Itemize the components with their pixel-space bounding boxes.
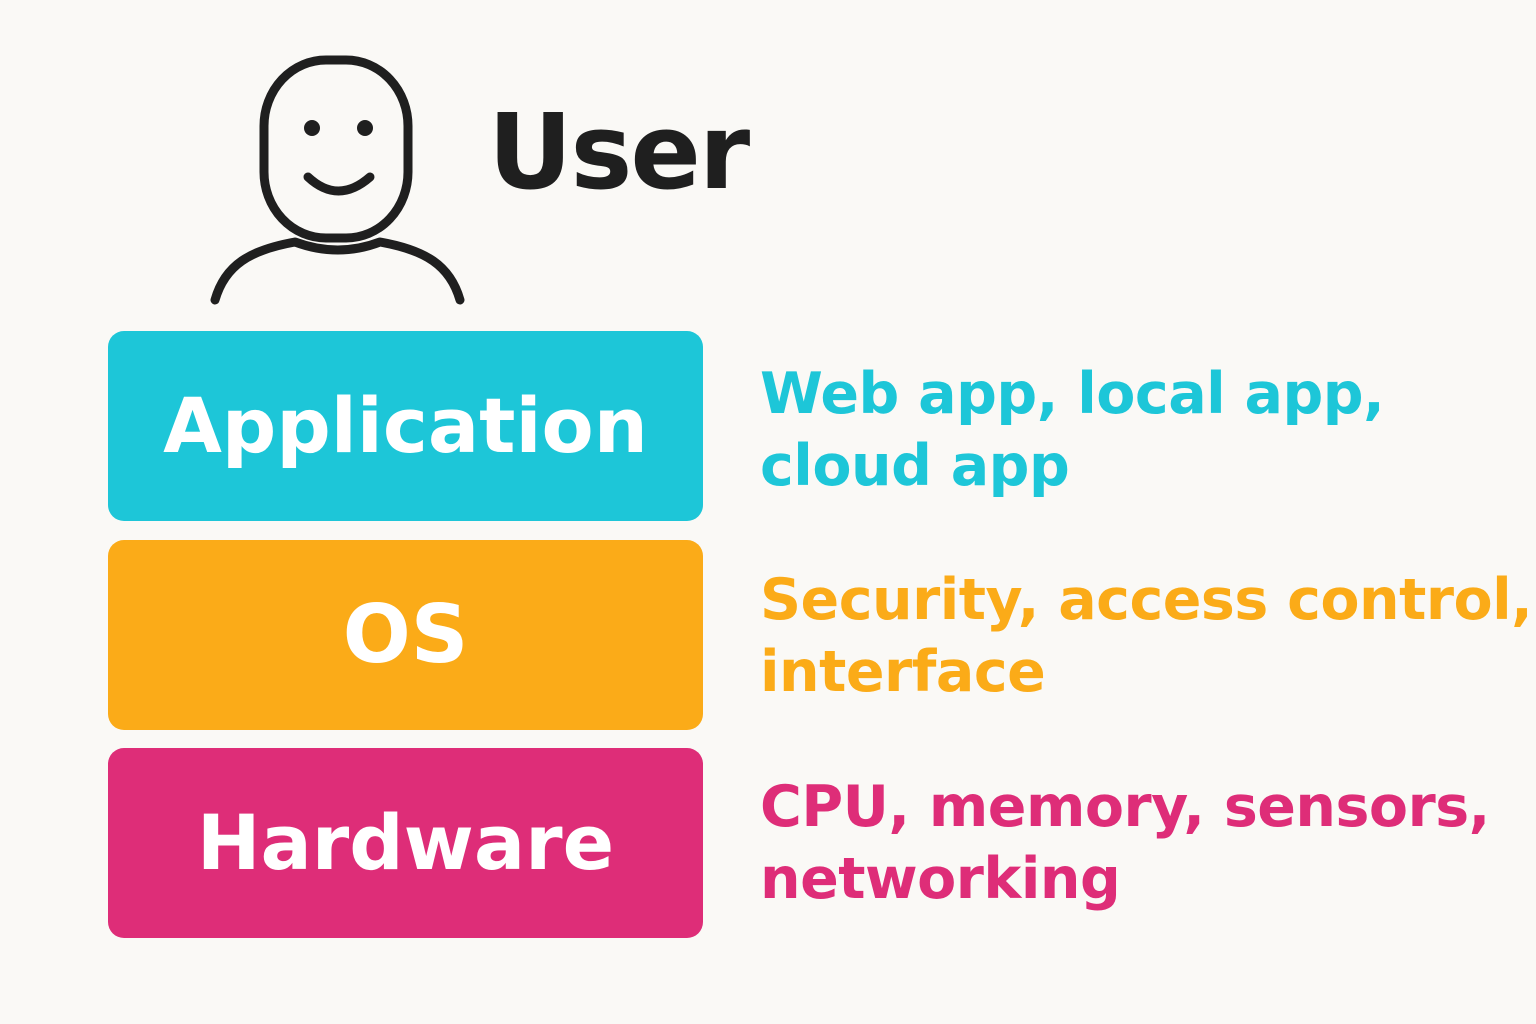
os-layer-label: OS: [342, 588, 469, 681]
smile: [303, 172, 375, 196]
application-description-line: cloud app: [760, 433, 1070, 499]
hardware-description-line: CPU, memory, sensors,: [760, 774, 1490, 840]
shoulders: [210, 237, 465, 305]
user-title: User: [488, 91, 750, 213]
hardware-layer-label: Hardware: [196, 798, 615, 887]
os-description-line: Security, access control,: [760, 567, 1533, 633]
application-layer-label: Application: [163, 381, 648, 470]
os-description-line: interface: [760, 639, 1046, 705]
hardware-description-line: networking: [760, 846, 1121, 912]
application-description-line: Web app, local app,: [760, 361, 1385, 427]
os-layer: OS: [108, 540, 703, 730]
hardware-description: CPU, memory, sensors, networking: [760, 771, 1520, 915]
application-layer: Application: [108, 331, 703, 521]
head-outline: [259, 55, 413, 243]
application-description: Web app, local app, cloud app: [760, 358, 1520, 502]
smiling-person-icon: [210, 55, 465, 305]
hardware-layer: Hardware: [108, 748, 703, 938]
right-eye: [357, 120, 373, 136]
left-eye: [304, 120, 320, 136]
os-description: Security, access control, interface: [760, 564, 1533, 708]
user-icon: [200, 50, 480, 310]
